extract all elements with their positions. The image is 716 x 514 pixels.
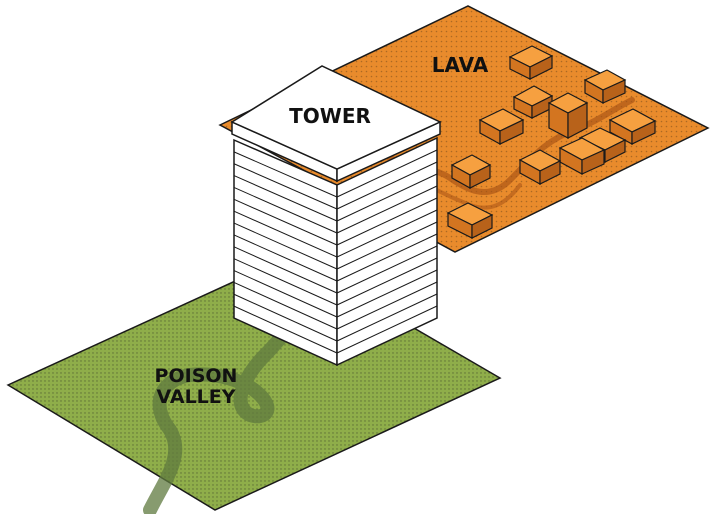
tower-floor-line bbox=[233, 163, 338, 210]
tower-floor-line bbox=[233, 305, 338, 354]
tower-floor-line bbox=[233, 175, 338, 222]
lava-block bbox=[558, 137, 606, 176]
tower-roof-top bbox=[230, 65, 442, 170]
tower-floor-line bbox=[336, 149, 438, 198]
tower-floor-line bbox=[336, 257, 438, 306]
tower-floor-line bbox=[233, 293, 338, 342]
tower-floor-line bbox=[336, 173, 438, 222]
tower-floor-line bbox=[233, 234, 338, 282]
tower-floor-line bbox=[233, 198, 338, 246]
tower-floor-line bbox=[336, 245, 438, 294]
tower-floor-line bbox=[233, 151, 338, 198]
tower bbox=[230, 65, 442, 367]
tower-floor-line bbox=[336, 305, 438, 354]
poison-valley-label-line2: VALLEY bbox=[156, 386, 235, 408]
tower-floor-line bbox=[336, 185, 438, 234]
poison-valley-label-line1: POISON bbox=[155, 365, 238, 387]
tower-floor-line bbox=[336, 281, 438, 330]
tower-floor-line bbox=[233, 246, 338, 294]
tower-floor-line bbox=[233, 258, 338, 306]
tower-floor-line bbox=[233, 270, 338, 318]
tower-floor-line bbox=[233, 281, 338, 330]
lava-block bbox=[583, 69, 627, 105]
lava-block bbox=[518, 149, 562, 186]
tower-floor-line bbox=[336, 161, 438, 210]
tower-floor-lines bbox=[233, 149, 438, 354]
lava-block bbox=[446, 202, 494, 239]
lava-block bbox=[512, 85, 554, 119]
tower-floor-line bbox=[233, 187, 338, 234]
poison-river bbox=[143, 315, 307, 514]
tower-floor-line bbox=[336, 233, 438, 282]
tower-floor-line bbox=[336, 293, 438, 342]
tower-floor-line bbox=[336, 197, 438, 246]
lava-block bbox=[608, 108, 657, 146]
tower-floor-line bbox=[336, 269, 438, 318]
lava-block bbox=[450, 154, 492, 190]
lava-block bbox=[478, 108, 525, 146]
lava-label: LAVA bbox=[432, 53, 489, 77]
tower-label: TOWER bbox=[289, 104, 371, 128]
tower-floor-line bbox=[336, 209, 438, 258]
tower-floor-line bbox=[233, 210, 338, 258]
lava-tall-block bbox=[547, 92, 589, 139]
lava-block bbox=[508, 45, 554, 80]
tower-floor-line bbox=[233, 222, 338, 270]
tower-floor-line bbox=[336, 221, 438, 270]
